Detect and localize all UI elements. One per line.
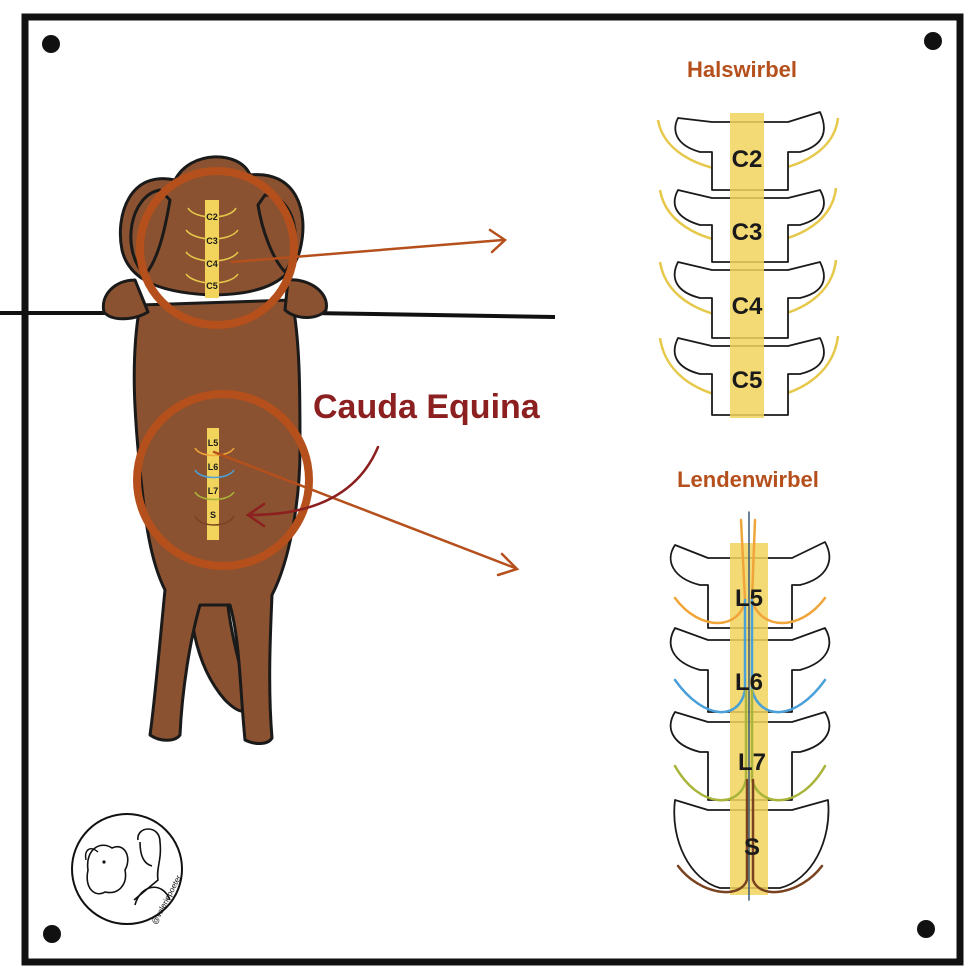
- cervical-arrowhead: [488, 228, 508, 254]
- screw-dot-icon: [924, 32, 942, 50]
- vertebra-label-l6: L6: [735, 669, 763, 696]
- screw-dot-icon: [42, 35, 60, 53]
- cauda-equina-title: Cauda Equina: [313, 388, 541, 426]
- vertebra-label-c2: C2: [732, 146, 763, 173]
- vertebra-label-l5: L5: [735, 585, 763, 612]
- wall-line: [0, 311, 556, 319]
- vertebra-label-c3: C3: [732, 219, 763, 246]
- dog-lumbar-spine: L5 L6 L7 S: [194, 428, 235, 540]
- dog-label-c2: C2: [206, 212, 218, 222]
- vertebra-label-c5: C5: [732, 367, 763, 394]
- dog-label-c5: C5: [206, 281, 218, 291]
- screw-dot-icon: [917, 920, 935, 938]
- dog-left-paw: [101, 278, 150, 321]
- cervical-panel: C2 C3 C4 C5: [656, 111, 840, 418]
- dog-right-paw: [283, 278, 328, 319]
- dog-label-l7: L7: [208, 486, 219, 496]
- lumbar-arrowhead: [496, 552, 520, 577]
- nerve-s: [676, 778, 749, 894]
- connector-arrows: [212, 228, 520, 577]
- vertebra-label-l7: L7: [738, 749, 766, 776]
- vertebra-label-c4: C4: [732, 293, 763, 320]
- cauda-equina-pointer: [245, 445, 380, 528]
- dog-label-l6: L6: [208, 462, 219, 472]
- lumbar-heading: Lendenwirbel: [677, 467, 819, 492]
- lumbar-panel: L5 L6 L7 S: [669, 511, 831, 901]
- cervical-spinal-cord: [730, 113, 764, 418]
- cervical-arrow: [230, 238, 505, 264]
- dog-label-l5: L5: [208, 438, 219, 448]
- dog-cervical-spine: C2 C3 C4 C5: [185, 200, 239, 298]
- lumbar-highlight-circle: [133, 390, 313, 570]
- nerve-l7: [673, 688, 748, 802]
- dog-label-s: S: [210, 510, 216, 520]
- lumbar-arrow: [212, 450, 517, 570]
- vertebra-label-s: S: [744, 834, 760, 861]
- dog-label-c3: C3: [206, 236, 218, 246]
- dog-label-c4: C4: [206, 259, 218, 269]
- cervical-heading: Halswirbel: [687, 57, 797, 82]
- screw-dot-icon: [43, 925, 61, 943]
- cervical-highlight-circle: [136, 167, 298, 329]
- nerve-l6: [673, 598, 747, 714]
